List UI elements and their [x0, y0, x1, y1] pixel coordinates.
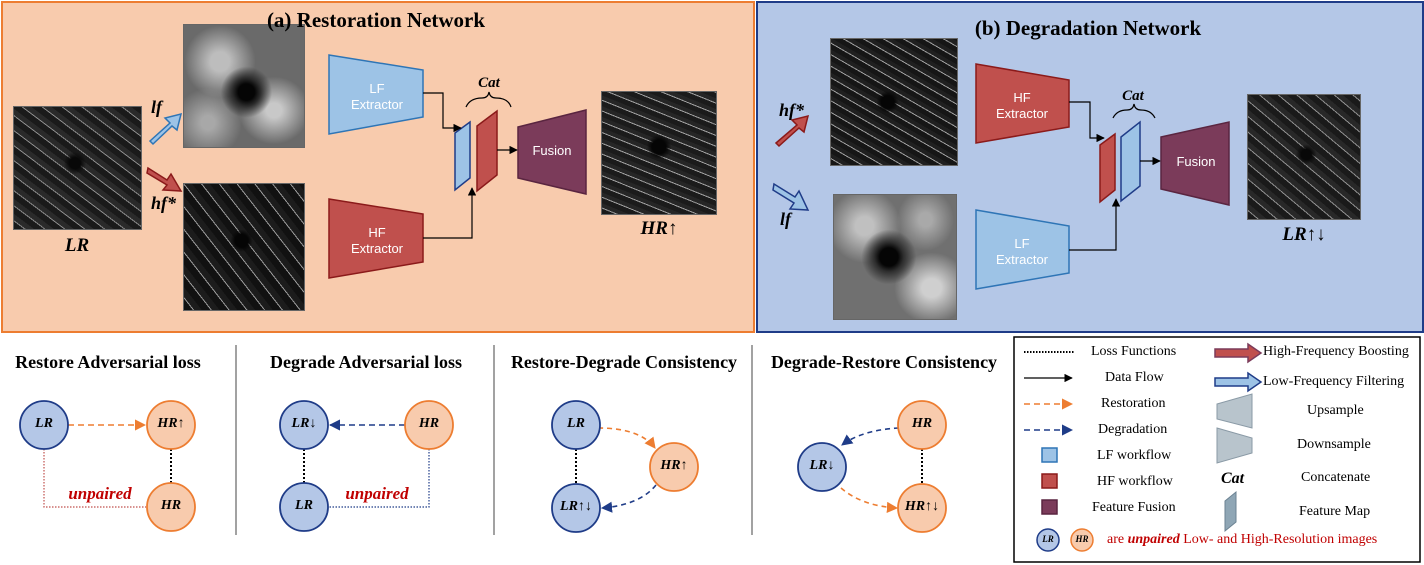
hf-feature-map-restoration [476, 109, 498, 193]
lr-input-image [13, 106, 142, 230]
lf-extractor-block-degradation [975, 209, 1070, 290]
lr-input-label: LR [64, 235, 90, 256]
hf-image-restoration [183, 183, 305, 311]
node-lr-cycle: LR↑↓ [560, 499, 592, 514]
fusion-block-restoration [517, 109, 587, 195]
legend-footer-pre: are [1107, 532, 1125, 547]
unpaired-label-2: unpaired [345, 484, 409, 503]
node-lr-degraded: LR↓ [291, 416, 317, 431]
node-lr: LR [295, 498, 313, 513]
legend-footer-emph: unpaired [1127, 532, 1180, 547]
lf-feature-map-restoration [454, 120, 471, 192]
node-hr: HR [160, 498, 182, 513]
hf-feature-map-degradation [1099, 132, 1116, 204]
hf-extractor-label-restoration: HF Extractor [351, 225, 403, 257]
lf-image-restoration [183, 24, 305, 148]
low-frequency-filtering-arrow-degradation [772, 182, 810, 211]
node-hr: HR [418, 416, 440, 431]
feature-map-parallelogram [1224, 490, 1237, 533]
node-lr-degraded: LR↓ [809, 458, 835, 473]
high-frequency-boosting-arrow-restoration [146, 166, 183, 192]
hf-extractor-line1: HF [368, 225, 386, 240]
hf-extractor-block-restoration [328, 198, 424, 279]
legend-concatenate: Concatenate [1301, 470, 1371, 485]
hf-extractor-label-degradation: HF Extractor [996, 90, 1048, 122]
legend-degradation: Degradation [1098, 422, 1168, 437]
lf-image-degradation [833, 194, 957, 320]
lr-degraded-output-image [1247, 94, 1361, 220]
legend-downsample: Downsample [1297, 437, 1371, 452]
high-frequency-boosting-arrow [1214, 342, 1263, 364]
node-hr: HR [911, 416, 933, 431]
upsample-trapezoid [1216, 393, 1253, 429]
legend-lf-workflow: LF workflow [1097, 448, 1172, 463]
lr-degraded-output-label: LR↑↓ [1282, 224, 1326, 245]
legend-cat-symbol: Cat [1221, 470, 1245, 487]
lf-extractor-block-restoration [328, 54, 424, 135]
node-hr-restored: HR↑ [660, 458, 688, 473]
legend-footer-hr: HR [1075, 534, 1089, 544]
lf-extractor-line1: LF [369, 81, 385, 96]
hf-extractor-deg-line2: Extractor [995, 106, 1049, 121]
restoration-panel-title: (a) Restoration Network [266, 8, 486, 32]
restore-adversarial-loss-title: Restore Adversarial loss [15, 352, 201, 372]
hf-extractor-deg-line1: HF [1013, 90, 1031, 105]
fusion-block-degradation [1160, 121, 1230, 206]
hf-extractor-block-degradation [975, 63, 1070, 144]
hf-label-restoration: hf* [151, 193, 177, 213]
low-frequency-filtering-arrow-restoration [148, 112, 183, 146]
loss-node-circles [19, 400, 947, 533]
high-frequency-boosting-arrow-degradation [774, 114, 810, 148]
node-lr: LR [35, 416, 53, 431]
legend-data-flow: Data Flow [1105, 370, 1164, 385]
node-hr-cycle: HR↑↓ [904, 499, 940, 514]
unpaired-label-1: unpaired [68, 484, 132, 503]
legend-feature-map: Feature Map [1299, 504, 1371, 519]
legend-footer-post: Low- and High-Resolution images [1183, 532, 1378, 547]
restore-degrade-consistency-title: Restore-Degrade Consistency [510, 352, 738, 372]
degradation-panel-title: (b) Degradation Network [974, 16, 1202, 40]
lf-extractor-deg-line2: Extractor [995, 252, 1049, 267]
hf-image-degradation [830, 38, 958, 166]
cat-label-degradation: Cat [1122, 88, 1144, 104]
cat-label-restoration: Cat [478, 75, 500, 91]
fusion-label-degradation: Fusion [1176, 154, 1216, 169]
hr-output-image [601, 91, 717, 215]
lf-label-restoration: lf [151, 97, 162, 117]
lf-feature-map-degradation [1120, 120, 1141, 203]
low-frequency-filtering-arrow [1214, 371, 1263, 393]
legend-high-frequency-boosting: High-Frequency Boosting [1263, 344, 1409, 359]
hf-extractor-line2: Extractor [350, 241, 404, 256]
degrade-adversarial-loss-title: Degrade Adversarial loss [270, 352, 462, 372]
legend-feature-fusion: Feature Fusion [1092, 500, 1176, 515]
legend-low-frequency-filtering: Low-Frequency Filtering [1263, 374, 1405, 389]
fusion-label-restoration: Fusion [532, 143, 572, 158]
legend-footer-lr: LR [1042, 534, 1054, 544]
legend-restoration: Restoration [1101, 396, 1166, 411]
legend-hf-workflow: HF workflow [1097, 474, 1173, 489]
lf-label-degradation: lf [780, 209, 791, 229]
legend-footer-text: are unpaired Low- and High-Resolution im… [1107, 532, 1377, 548]
hf-label-degradation: hf* [779, 100, 805, 120]
node-lr: LR [567, 416, 585, 431]
lf-extractor-label-degradation: LF Extractor [996, 236, 1048, 268]
lf-extractor-line2: Extractor [350, 97, 404, 112]
node-hr-restored: HR↑ [157, 416, 185, 431]
downsample-trapezoid [1216, 427, 1253, 464]
lf-extractor-label-restoration: LF Extractor [351, 81, 403, 113]
legend-loss-functions: Loss Functions [1091, 344, 1177, 359]
hr-output-label: HR↑ [640, 218, 678, 239]
degrade-restore-consistency-title: Degrade-Restore Consistency [770, 352, 998, 372]
legend-upsample: Upsample [1307, 403, 1364, 418]
lf-extractor-deg-line1: LF [1014, 236, 1030, 251]
